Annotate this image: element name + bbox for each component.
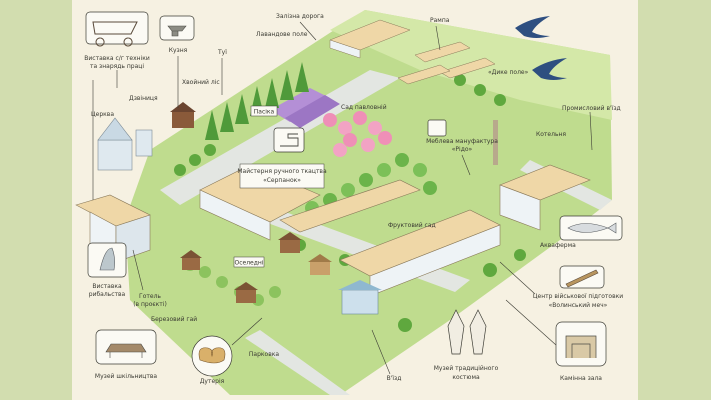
callout-fisheries[interactable]: Виставка рибальства <box>87 242 127 298</box>
callout-aquafarm[interactable]: Аквaферма <box>540 215 623 249</box>
railway-buildings <box>329 19 411 59</box>
callout-school-museum[interactable]: Музей шкільництва <box>95 329 158 380</box>
costume-label-2: костюма <box>452 374 480 381</box>
church-building <box>97 117 153 171</box>
railway-label: Залізна дорога <box>276 13 324 20</box>
ramp-leader <box>435 25 441 51</box>
gate-kiosk <box>338 280 382 315</box>
agri-exhibition-label-1: Виставка с/г техніки <box>84 55 150 62</box>
oseledni-tag <box>233 256 265 268</box>
orchard-label: Фруктовий сад <box>388 222 436 229</box>
callout-weaving[interactable]: Майстерня ручного ткацтва «Серпанок» <box>237 127 327 189</box>
right-blur-border <box>638 0 711 400</box>
callout-military-center[interactable]: Центр військової підготовки «Волинський … <box>499 261 623 309</box>
lavender-field <box>270 88 340 128</box>
industrial-entrance-leader <box>589 111 593 151</box>
paulownia-garden <box>323 111 392 157</box>
boiler-house <box>493 120 591 231</box>
fireplace-leader <box>505 299 557 346</box>
boiler-label: Котельня <box>536 131 566 138</box>
military-label-1: Центр військової підготовки <box>533 293 623 300</box>
hotel-leader <box>132 249 144 291</box>
weaving-tag <box>239 163 325 189</box>
conifer-forest-label: Хвойний ліс <box>182 79 220 86</box>
callout-bakery[interactable]: Дутерія <box>191 317 263 385</box>
left-blur-border <box>0 0 72 400</box>
weaving-workshop <box>199 164 321 241</box>
apiary-hut <box>170 102 196 128</box>
hotel-label-2: (в проєкті) <box>133 301 167 308</box>
swallow-icon <box>515 16 567 80</box>
callout-forge[interactable]: Кузня <box>159 15 195 54</box>
forge-label: Кузня <box>169 47 188 54</box>
military-leader <box>499 261 536 295</box>
chair-icon <box>427 119 447 137</box>
callout-costume-museum[interactable]: Музей традиційного костюма <box>434 309 499 381</box>
school-museum-label: Музей шкільництва <box>95 373 158 380</box>
fisheries-label-1: Виставка <box>92 283 122 290</box>
bakery-label: Дутерія <box>200 378 225 385</box>
weaving-label-1: Майстерня ручного ткацтва <box>237 168 327 175</box>
furniture-label-1: Меблева мануфактура <box>426 138 498 145</box>
village-huts <box>180 232 332 303</box>
furniture-label-2: «Рідо» <box>452 146 473 153</box>
lavender-field-label: Лавандове поле <box>256 31 308 38</box>
callout-agri-exhibition[interactable]: Виставка с/г техніки та знарядь праці <box>84 11 150 70</box>
apiary-tag <box>250 105 278 117</box>
aquafarm-label: Аквaферма <box>540 242 576 249</box>
entrance-leader <box>371 329 391 375</box>
ramp-barracks <box>397 41 496 85</box>
railway-leader <box>299 21 317 41</box>
costume-icon <box>447 309 487 355</box>
entrance-label: В'їзд <box>387 375 402 382</box>
callout-furniture[interactable]: Меблева мануфактура «Рідо» <box>426 119 498 153</box>
paulownia-label: Сад павловній <box>341 104 387 111</box>
wild-field-label: «Дике поле» <box>488 69 529 76</box>
military-label-2: «Волинський меч» <box>549 302 608 309</box>
long-barn <box>279 179 501 297</box>
weaving-label-2: «Серпанок» <box>263 177 301 184</box>
entrance-road <box>245 330 350 395</box>
oseledni-label[interactable]: Оселедні <box>235 260 264 267</box>
agri-exhibition-label-2: та знарядь праці <box>90 63 144 70</box>
belfry-label: Дзвіниця <box>129 95 158 102</box>
furniture-leader <box>461 154 471 176</box>
industrial-entrance-label: Промисловий в'їзд <box>562 105 621 112</box>
church-label: Церква <box>91 111 114 118</box>
wagon-icon <box>85 11 149 45</box>
hotel-label-1: Готель <box>139 293 161 300</box>
ramp-label: Рампа <box>430 17 450 24</box>
apiary-label[interactable]: Пасіка <box>254 109 275 116</box>
sewing-machine-icon <box>273 127 305 153</box>
costume-label-1: Музей традиційного <box>434 365 499 372</box>
callout-fireplace-hall[interactable]: Камінна зала <box>505 299 607 382</box>
thuja-label: Туї <box>217 49 227 56</box>
fisheries-label-2: рибальства <box>89 291 126 298</box>
birch-grove-label: Березовий гай <box>151 316 197 323</box>
fireplace-label: Камінна зала <box>560 375 602 382</box>
parking-label: Парковка <box>249 351 279 358</box>
bakery-leader <box>231 317 263 346</box>
